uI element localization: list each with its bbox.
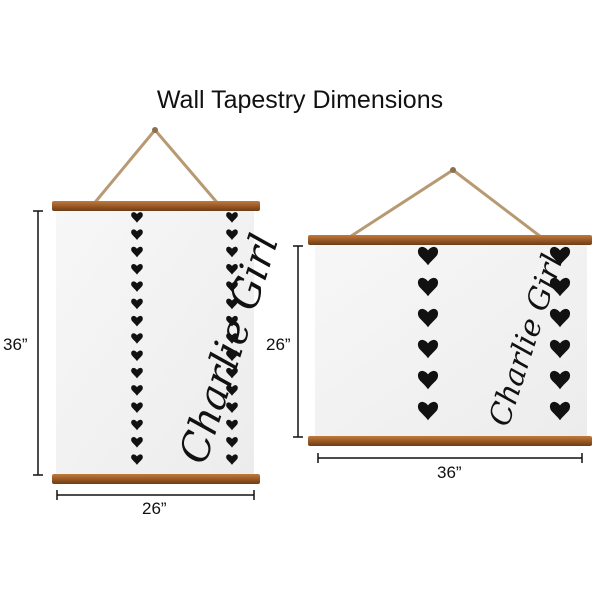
height-label: 26” [266, 335, 291, 354]
bottom-dowel [52, 474, 260, 484]
bottom-dowel [308, 436, 592, 446]
portrait-tapestry: Charlie Girl 36” 26” [3, 127, 288, 518]
height-label: 36” [3, 335, 28, 354]
hanging-rope [90, 127, 222, 207]
top-dowel [52, 201, 260, 211]
landscape-tapestry: Charlie Girl 26” 36” [266, 167, 592, 482]
page-title: Wall Tapestry Dimensions [156, 86, 444, 114]
hanging-rope [344, 168, 546, 242]
top-dowel [308, 235, 592, 245]
width-label: 26” [142, 499, 167, 518]
tapestry-canvas [56, 210, 254, 480]
tapestry-canvas [315, 244, 587, 442]
width-label: 36” [437, 463, 462, 482]
